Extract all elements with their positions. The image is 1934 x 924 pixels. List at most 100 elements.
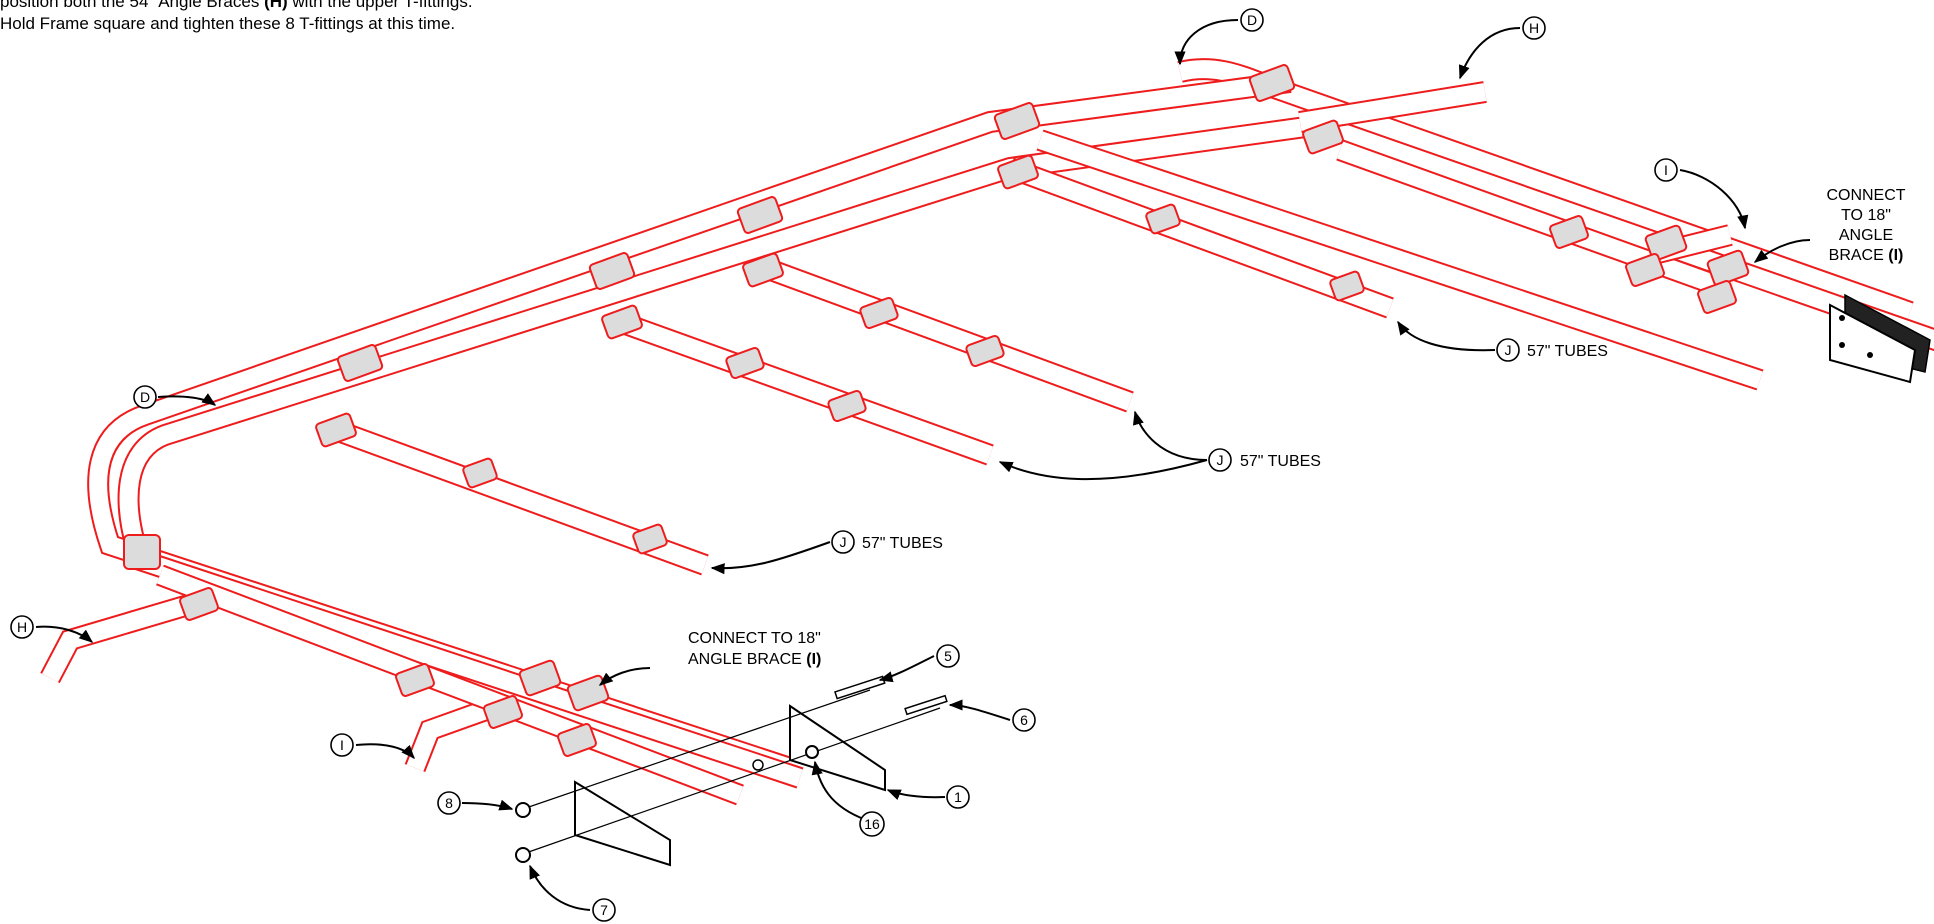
callout-1 — [946, 785, 970, 809]
t-fitting — [1302, 119, 1344, 155]
instruction-line-1: position both the 54" Angle Braces (H) w… — [0, 0, 473, 13]
t-fitting — [736, 196, 784, 234]
label-57-tubes-right: 57" TUBES — [1527, 343, 1608, 360]
t-fitting — [632, 523, 668, 555]
callout-6 — [1012, 708, 1036, 732]
instruction-line-2: Hold Frame square and tighten these 8 T-… — [0, 14, 456, 33]
leader-connect-left — [598, 667, 651, 686]
nut-7 — [515, 847, 531, 863]
t-fitting — [1706, 249, 1750, 287]
t-fitting — [742, 252, 784, 288]
t-fitting — [1549, 215, 1589, 249]
bolt-hole — [1867, 352, 1873, 358]
leader-H-left — [35, 625, 94, 643]
t-fitting — [315, 412, 357, 448]
leader-6 — [948, 699, 1011, 721]
t-fitting — [1697, 280, 1737, 314]
t-fitting — [518, 659, 562, 697]
washer-16 — [805, 745, 819, 759]
callout-H-top — [1522, 16, 1546, 40]
t-fitting — [588, 252, 636, 290]
leader-connect-right — [1753, 239, 1811, 263]
callout-8-text: 8 — [445, 795, 453, 811]
callout-J-left — [831, 530, 855, 554]
callout-J-left-text: J — [840, 534, 847, 550]
callout-H-top-text: H — [1529, 20, 1539, 36]
t-fitting — [859, 296, 899, 330]
bracket-plate-front — [1829, 303, 1917, 384]
t-fitting — [1625, 253, 1665, 287]
callout-D-top-text: D — [1247, 12, 1257, 28]
right-bracket-plates — [1829, 293, 1931, 384]
callout-D-left — [133, 385, 157, 409]
callout-H-left-text: H — [17, 619, 27, 635]
callout-1-text: 1 — [954, 789, 962, 805]
t-fitting — [566, 674, 610, 712]
label-connect-right-2: TO 18" — [1841, 207, 1891, 224]
label-connect-left-2: ANGLE BRACE (I) — [688, 651, 821, 668]
bracket-plate-2 — [574, 780, 671, 867]
leader-I-right — [1679, 169, 1749, 230]
leader-J-middle-b — [998, 459, 1208, 481]
label-connect-right-4: BRACE (I) — [1829, 247, 1904, 264]
washer — [752, 759, 764, 771]
leader-J-left — [710, 541, 831, 575]
callout-8 — [437, 791, 461, 815]
callout-6-text: 6 — [1020, 712, 1028, 728]
leader-1 — [886, 789, 946, 801]
bracket-plate-1 — [789, 704, 886, 792]
bolt-axis — [519, 707, 941, 856]
callout-16-text: 16 — [864, 816, 880, 832]
leader-H-top — [1458, 27, 1521, 80]
t-fitting — [1329, 270, 1365, 302]
callout-J-right — [1496, 338, 1520, 362]
label-57-tubes-left: 57" TUBES — [862, 535, 943, 552]
carriage-bolt-5 — [834, 675, 886, 700]
instruction-bold-ref: (H) — [264, 0, 288, 11]
leader-7 — [529, 864, 591, 911]
bolt-hole — [1839, 342, 1845, 348]
callout-16 — [859, 811, 885, 837]
instruction-text: with the upper T-fittings. — [287, 0, 473, 11]
t-fitting — [336, 344, 384, 382]
t-fittings — [123, 64, 1750, 757]
callout-7-text: 7 — [600, 902, 608, 918]
bolt-hole — [1839, 315, 1845, 321]
t-fitting — [557, 723, 597, 757]
callout-I-left-text: I — [340, 737, 344, 753]
callout-H-left — [10, 615, 34, 639]
instruction-text: position both the 54" Angle Braces — [0, 0, 265, 11]
left-hardware-assembly — [515, 675, 948, 867]
callout-J-right-text: J — [1505, 342, 1512, 358]
label-connect-right-3: ANGLE — [1839, 227, 1893, 244]
callout-7 — [592, 898, 616, 922]
t-fitting — [395, 663, 435, 697]
t-fitting — [462, 457, 498, 489]
leader-8 — [461, 799, 514, 811]
instructions: position both the 54" Angle Braces (H) w… — [0, 0, 473, 35]
t-fitting — [965, 334, 1005, 368]
t-fitting — [725, 346, 765, 380]
callout-D-top — [1240, 8, 1264, 32]
callout-I-right-text: I — [1664, 162, 1668, 178]
t-fitting — [601, 304, 643, 340]
t-fitting — [1644, 224, 1688, 262]
leader-J-middle-a — [1132, 410, 1208, 461]
carriage-bolt-6 — [904, 694, 948, 716]
nut-8 — [515, 802, 531, 818]
t-fitting-corner — [123, 534, 161, 570]
t-fitting — [483, 695, 523, 729]
t-fitting — [179, 587, 219, 621]
leader-D-left — [157, 393, 217, 406]
callouts: D H I CONNECT TO 18" ANGLE BRACE (I) J 5… — [10, 8, 1906, 922]
callout-D-left-text: D — [140, 389, 150, 405]
callout-J-middle — [1208, 448, 1232, 472]
label-57-tubes-middle: 57" TUBES — [1240, 453, 1321, 470]
t-fitting — [1145, 203, 1181, 235]
t-fitting — [1248, 64, 1296, 102]
label-connect-right-1: CONNECT — [1826, 187, 1905, 204]
leader-J-right — [1397, 320, 1496, 352]
callout-J-middle-text: J — [1217, 452, 1224, 468]
callout-5 — [936, 644, 960, 668]
